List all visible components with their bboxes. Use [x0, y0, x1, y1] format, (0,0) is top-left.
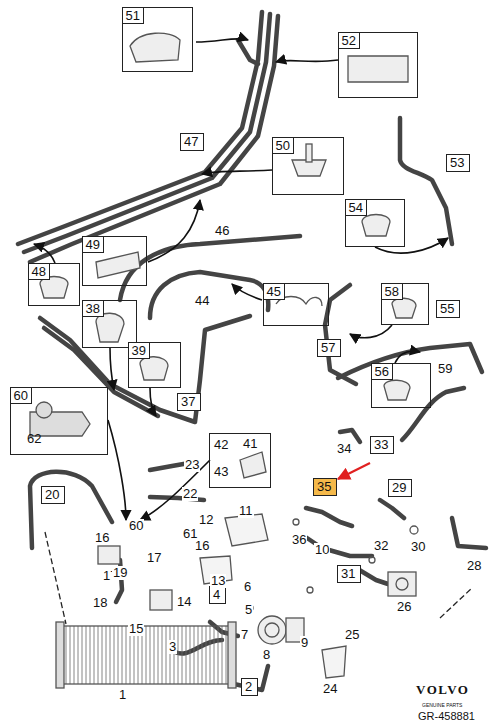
callout-number: 17: [146, 551, 162, 565]
callout-number: 25: [344, 628, 360, 642]
callout-number: 15: [128, 622, 144, 636]
callout-box: 20: [41, 486, 65, 504]
callout-number: 62: [27, 432, 41, 446]
brand-tagline: GENUINE PARTS: [422, 702, 462, 708]
inset-box: 39: [128, 342, 181, 388]
inset-box: 50: [272, 137, 344, 195]
callout-number: 51: [122, 7, 144, 24]
inset-box: 49: [82, 236, 147, 286]
inset-box: 52: [338, 32, 418, 98]
callout-box: 31: [337, 565, 361, 583]
callout-number: 49: [82, 236, 104, 253]
callout-number: 22: [182, 487, 198, 501]
callout-number: 2: [245, 679, 252, 694]
callout-number: 34: [336, 442, 352, 456]
callout-number: 36: [291, 533, 307, 547]
callout-number: 23: [184, 458, 200, 472]
callout-number: 5: [244, 603, 253, 617]
callout-number: 12: [198, 513, 214, 527]
callout-number: 28: [466, 559, 482, 573]
callout-number: 10: [314, 543, 330, 557]
callout-box: 35: [313, 478, 337, 496]
callout-number: 48: [28, 263, 50, 280]
callout-number: 7: [240, 628, 249, 642]
callout-number: 53: [450, 155, 464, 170]
callout-number: 60: [10, 387, 32, 404]
callout-number: 19: [112, 566, 128, 580]
callout-number: 6: [243, 580, 252, 594]
callout-box: 4: [209, 586, 226, 604]
callout-number: 37: [181, 394, 195, 409]
callout-number: 14: [176, 595, 192, 609]
callout-number: 26: [396, 600, 412, 614]
callout-box: 53: [446, 154, 470, 172]
callout-number: 38: [82, 300, 104, 317]
callout-number: 47: [184, 134, 198, 149]
callout-box: 37: [177, 393, 201, 411]
callout-number: 4: [213, 587, 220, 602]
callout-box: 57: [317, 339, 341, 357]
callout-number: 20: [45, 487, 59, 502]
callout-number: 39: [128, 342, 150, 359]
inset-box: 48: [28, 263, 80, 306]
callout-number: 29: [392, 480, 406, 495]
callout-number: 18: [92, 596, 108, 610]
callout-number: 16: [194, 539, 210, 553]
callout-number: 57: [321, 340, 335, 355]
drawing-number: GR-458881: [418, 710, 475, 722]
callout-number: 3: [168, 640, 177, 654]
callout-number: 60: [128, 519, 144, 533]
callout-number: 30: [410, 540, 426, 554]
callout-number: 46: [214, 224, 230, 238]
inset-box: 60 62: [10, 387, 108, 455]
callout-box: 29: [388, 479, 412, 497]
callout-number: 54: [345, 199, 367, 216]
inset-box: 54: [345, 199, 405, 247]
callout-number: 24: [322, 682, 338, 696]
callout-box: 47: [180, 133, 204, 151]
callout-number: 8: [262, 648, 271, 662]
callout-box: 55: [436, 300, 460, 318]
callout-number: 11: [238, 504, 254, 518]
callout-number: 1: [118, 688, 127, 702]
callout-number: 16: [94, 531, 110, 545]
callout-number: 43: [214, 465, 228, 479]
callout-number: 52: [338, 32, 360, 49]
callout-number: 44: [194, 294, 210, 308]
callout-box: 33: [370, 436, 394, 454]
callout-number: 56: [371, 363, 393, 380]
callout-number: 35: [317, 479, 331, 494]
callout-number: 41: [243, 437, 257, 451]
callout-number: 31: [341, 566, 355, 581]
callout-box: 2: [241, 678, 258, 696]
inset-box: 58: [381, 283, 429, 325]
callout-number: 50: [272, 137, 294, 154]
inset-box: 51: [122, 7, 193, 72]
callout-number: 13: [210, 574, 226, 588]
callout-number: 58: [381, 283, 403, 300]
callout-number: 9: [300, 636, 309, 650]
callout-number: 59: [437, 362, 453, 376]
inset-box: 42 41 43: [209, 433, 271, 488]
inset-box: 56: [371, 363, 431, 408]
callout-number: 33: [374, 437, 388, 452]
callout-number: 42: [214, 438, 228, 452]
brand-logo: VOLVO: [416, 683, 469, 697]
callout-number: 32: [373, 539, 389, 553]
inset-box: 45: [263, 283, 329, 326]
callout-number: 55: [440, 301, 454, 316]
callout-number: 45: [263, 283, 285, 300]
